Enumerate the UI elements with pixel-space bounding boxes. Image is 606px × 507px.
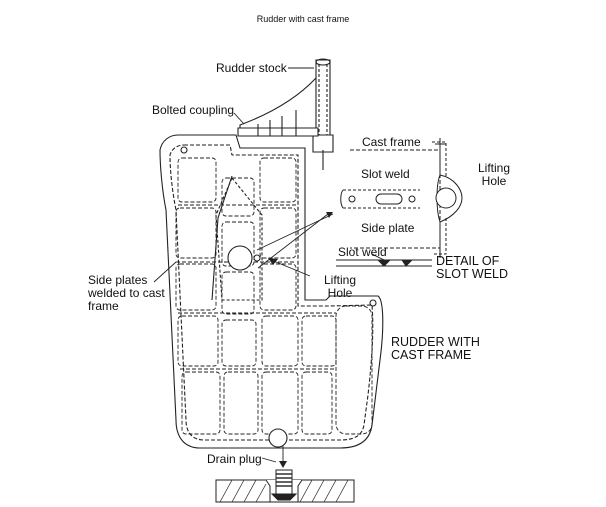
lifting-hole-main	[227, 245, 253, 271]
slot-opening	[375, 193, 403, 205]
arrowheads	[268, 212, 333, 468]
slot-weld-lower-label: Slot weld	[338, 245, 387, 259]
side-plates-label: Side plates welded to cast frame	[88, 273, 165, 313]
bolted-coupling-label: Bolted coupling	[152, 103, 235, 117]
lifting-hole-detail	[435, 187, 457, 209]
drain-plug-circle	[268, 428, 288, 448]
drain-plug-label: Drain plug	[207, 452, 262, 466]
slot-weld-detail	[336, 138, 463, 267]
slot-weld-upper-label: Slot weld	[361, 167, 410, 181]
bolted-coupling	[237, 77, 319, 137]
internal-cells	[175, 157, 373, 435]
detail-caption: DETAIL OF SLOT WELD	[436, 254, 509, 281]
lifting-hole-label: Lifting Hole	[323, 273, 357, 300]
side-plate-label: Side plate	[361, 221, 415, 235]
rudder-outline	[159, 134, 384, 449]
drain-plug-detail	[215, 469, 355, 503]
lifting-hole-detail-label: Lifting Hole	[478, 161, 511, 188]
page-title: Rudder with cast frame	[256, 14, 350, 24]
rudder-stock	[312, 58, 334, 170]
slot-weld-section	[336, 253, 432, 267]
figure-caption: RUDDER WITH CAST FRAME	[391, 335, 480, 362]
rudder-stock-label: Rudder stock	[216, 61, 287, 75]
cast-frame-label: Cast frame	[362, 135, 421, 149]
